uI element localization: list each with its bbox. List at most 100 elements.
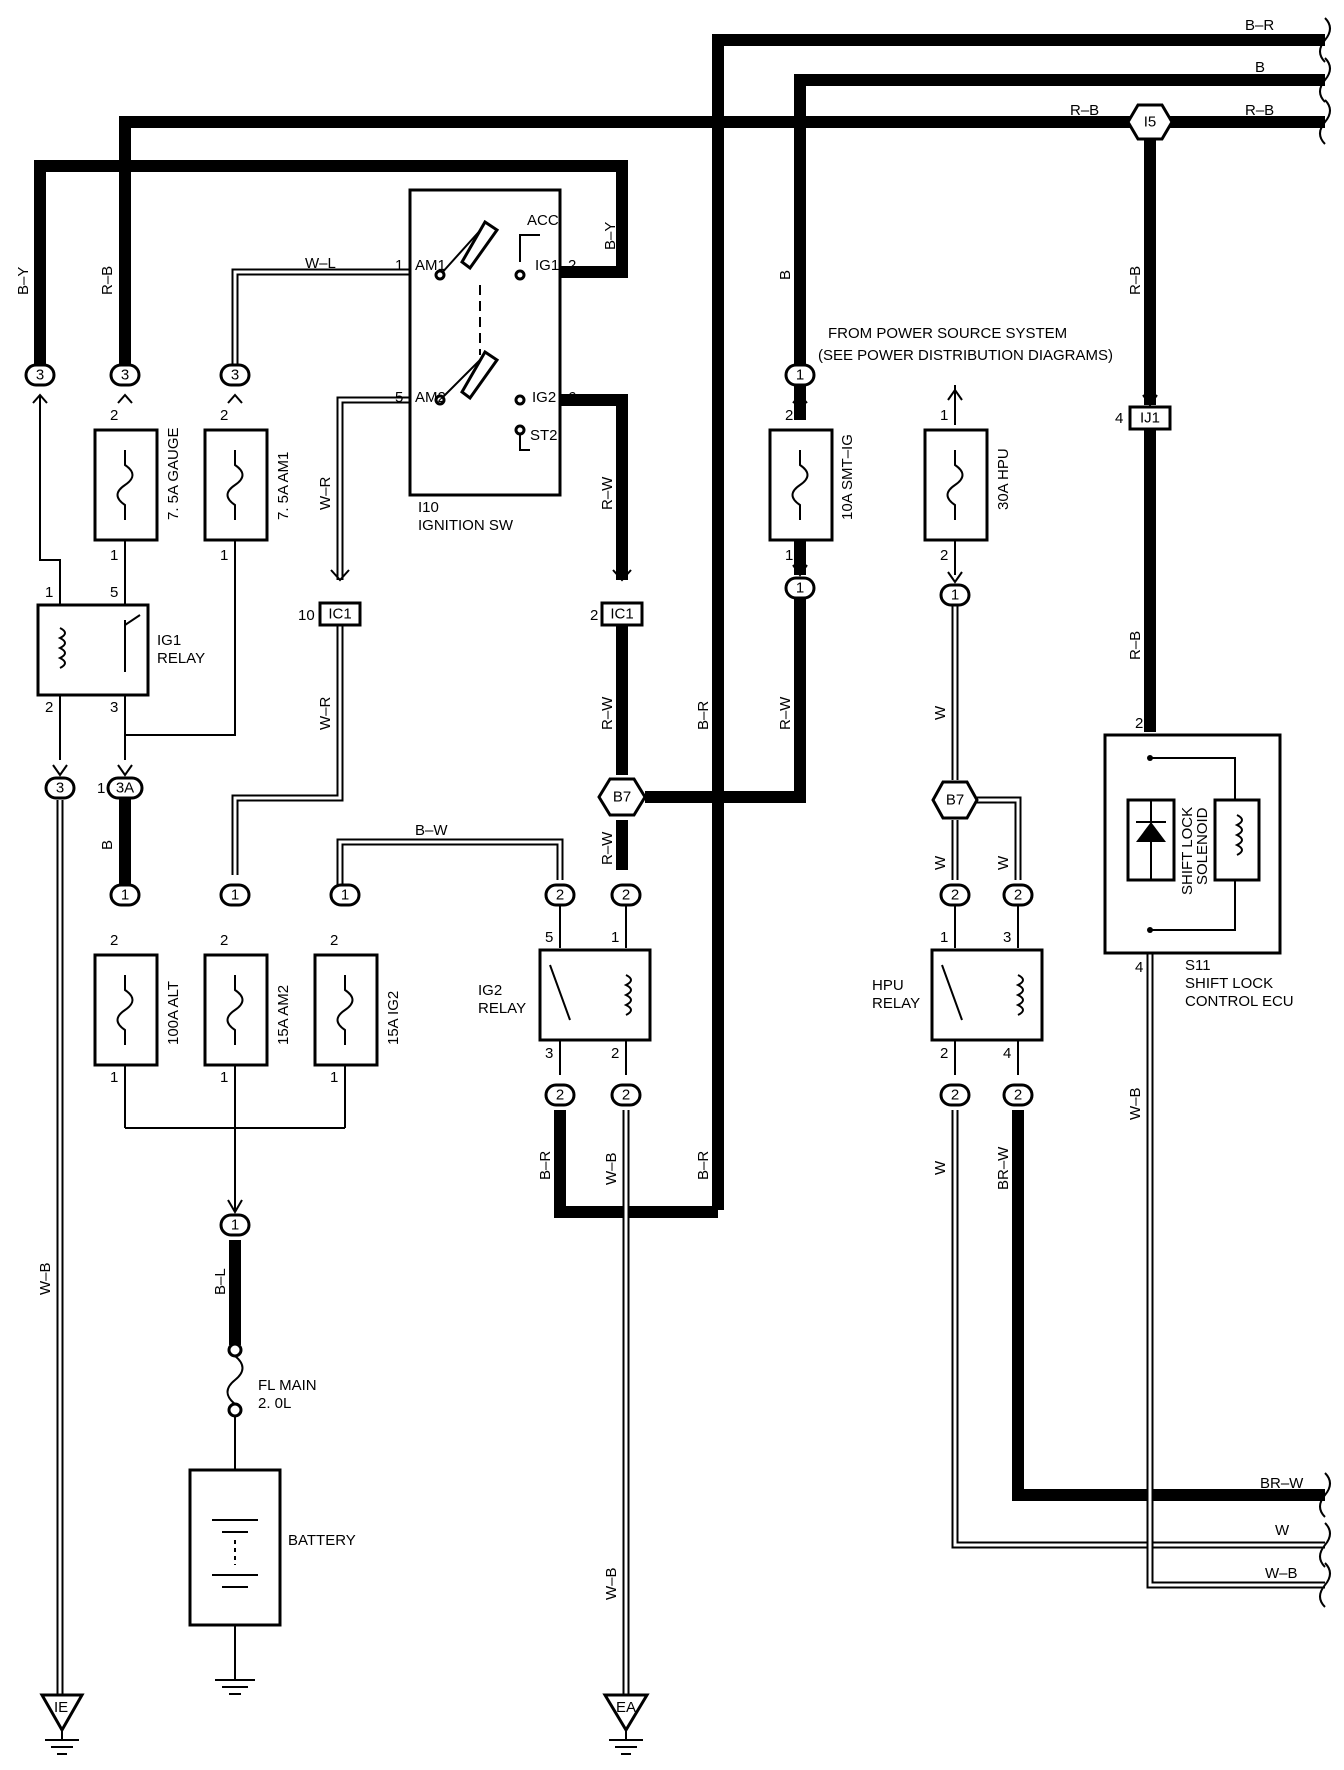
connector-3-a-label: 3 xyxy=(36,367,44,384)
connector-2-hpur-4 xyxy=(1002,1083,1034,1107)
wire-label: BR–W xyxy=(995,1146,1012,1190)
pin-numbers: 1 2 5 6 10 2 2 1 2 1 1 5 2 3 1 2 1 2 1 2… xyxy=(45,257,1143,1086)
pin-number: 2 xyxy=(1135,715,1143,732)
wire-b-r-loop xyxy=(554,1110,718,1218)
wire-label: B–R xyxy=(695,701,712,730)
pin-number: 1 xyxy=(220,1069,228,1086)
connector-3-d-label: 3 xyxy=(56,780,64,797)
connector-1-ig2-label: 1 xyxy=(341,887,349,904)
power-note-1: FROM POWER SOURCE SYSTEM xyxy=(828,325,1067,342)
wire-label: W xyxy=(932,855,949,870)
connectors: I5 B7 B7 IJ1 IC1 IC1 3 3 3 1 1 1 3 3A 1 … xyxy=(24,103,1174,1237)
connector-ic1-left xyxy=(318,601,362,627)
connector-i5-label: I5 xyxy=(1144,114,1157,131)
connector-2-hpur-2-label: 2 xyxy=(951,1087,959,1104)
fuse-labels: 7. 5A GAUGE 7. 5A AM1 10A SMT–IG 30A HPU… xyxy=(165,427,1012,1045)
ecu-name-2: CONTROL ECU xyxy=(1185,993,1294,1010)
connector-1-smt-top xyxy=(784,363,816,387)
connector-ij1 xyxy=(1128,405,1172,431)
grounds xyxy=(39,1693,650,1755)
wire-br-w xyxy=(1012,1110,1325,1501)
arrow-marks xyxy=(32,388,1158,1214)
solenoid-label-1: SHIFT LOCK xyxy=(1179,807,1196,895)
connector-2-hpur-1-label: 2 xyxy=(951,887,959,904)
pin-number: 2 xyxy=(110,932,118,949)
pin-number: 5 xyxy=(110,584,118,601)
fuse-label-hpu: 30A HPU xyxy=(995,448,1012,510)
wire-label: B–L xyxy=(212,1268,229,1295)
connector-1-hpu xyxy=(939,583,971,607)
connector-ic1-left-label: IC1 xyxy=(328,606,351,623)
connector-i5 xyxy=(1126,103,1174,141)
wire-label: W–B xyxy=(37,1262,54,1295)
connector-1-am2 xyxy=(219,883,251,907)
fl-main-label-2: 2. 0L xyxy=(258,1395,291,1412)
connector-2-hpur-3 xyxy=(1002,883,1034,907)
ig1-relay xyxy=(36,603,150,697)
battery-label: BATTERY xyxy=(288,1532,356,1549)
wire-label: R–B xyxy=(99,266,116,295)
wire-label: R–W xyxy=(777,696,794,730)
term-am2: AM2 xyxy=(415,389,446,406)
term-ig2: IG2 xyxy=(532,389,556,406)
ig2-relay-label: IG2 xyxy=(478,982,502,999)
hpu-relay-label: HPU xyxy=(872,977,904,994)
connector-3-c xyxy=(219,363,251,387)
fuse-label-gauge: 7. 5A GAUGE xyxy=(165,427,182,520)
fuse-boxes xyxy=(93,428,989,1067)
wire-label: B–Y xyxy=(15,267,32,295)
fuse-label-am1: 7. 5A AM1 xyxy=(275,452,292,520)
pin-number: 2 xyxy=(940,1045,948,1062)
wire-ig2-r-w xyxy=(560,394,628,580)
pin-number: 2 xyxy=(785,407,793,424)
connector-1-alt xyxy=(109,883,141,907)
pin-number: 4 xyxy=(1115,410,1123,427)
wire-label: W xyxy=(1275,1522,1290,1539)
pin-number: 2 xyxy=(220,407,228,424)
fuse-ig2 xyxy=(313,953,379,1067)
pin-number: 4 xyxy=(1003,1045,1011,1062)
relays xyxy=(36,603,1044,1042)
pin-number: 1 xyxy=(97,780,105,797)
wire-label: B xyxy=(99,840,116,850)
connector-ic1-right-label: IC1 xyxy=(610,606,633,623)
pin-number: 2 xyxy=(110,407,118,424)
double-wires xyxy=(56,268,1325,1695)
connector-1-smt-bot xyxy=(784,576,816,600)
pin-number: 1 xyxy=(330,1069,338,1086)
thick-wires xyxy=(34,34,1325,1501)
ground-ea-label: EA xyxy=(616,1699,636,1716)
fuse-label-smt: 10A SMT–IG xyxy=(839,434,856,520)
connector-b7-right-label: B7 xyxy=(946,792,964,809)
connector-1-alt-label: 1 xyxy=(121,887,129,904)
wire-label: B xyxy=(777,270,794,280)
wire-label: R–B xyxy=(1245,102,1274,119)
component-labels: I10 IGNITION SW IG1 RELAY IG2 RELAY HPU … xyxy=(54,325,1294,1716)
connector-3-b xyxy=(109,363,141,387)
pin-number: 2 xyxy=(220,932,228,949)
connector-3-d xyxy=(44,776,76,800)
connector-2-ig2r-5 xyxy=(544,883,576,907)
wire-break-marks xyxy=(1319,17,1331,1608)
wire-label: B xyxy=(1255,59,1265,76)
wire-label: W–L xyxy=(305,255,336,272)
pin-number: 1 xyxy=(220,547,228,564)
wire-label: R–W xyxy=(599,831,616,865)
ig2-relay xyxy=(538,948,652,1042)
shift-lock-ecu xyxy=(1103,733,1282,955)
pin-number: 2 xyxy=(45,699,53,716)
pin-number: 1 xyxy=(45,584,53,601)
pin-number: 1 xyxy=(110,547,118,564)
wire-label: W–B xyxy=(603,1567,620,1600)
wire-b-r-bus xyxy=(712,34,1325,1210)
switch-terminal-labels: ACC AM1 IG1 AM2 IG2 ST2 xyxy=(415,212,559,444)
fuse-label-am2: 15A AM2 xyxy=(275,985,292,1045)
pin-number: 10 xyxy=(298,607,315,624)
connector-2-ig2r-2-label: 2 xyxy=(622,1087,630,1104)
fl-main-battery xyxy=(188,1342,282,1695)
connector-3-c-label: 3 xyxy=(231,367,239,384)
connector-1-bl-label: 1 xyxy=(231,1217,239,1234)
power-note-2: (SEE POWER DISTRIBUTION DIAGRAMS) xyxy=(818,347,1113,364)
connector-b7-left xyxy=(597,777,647,817)
wire-label: W xyxy=(995,855,1012,870)
